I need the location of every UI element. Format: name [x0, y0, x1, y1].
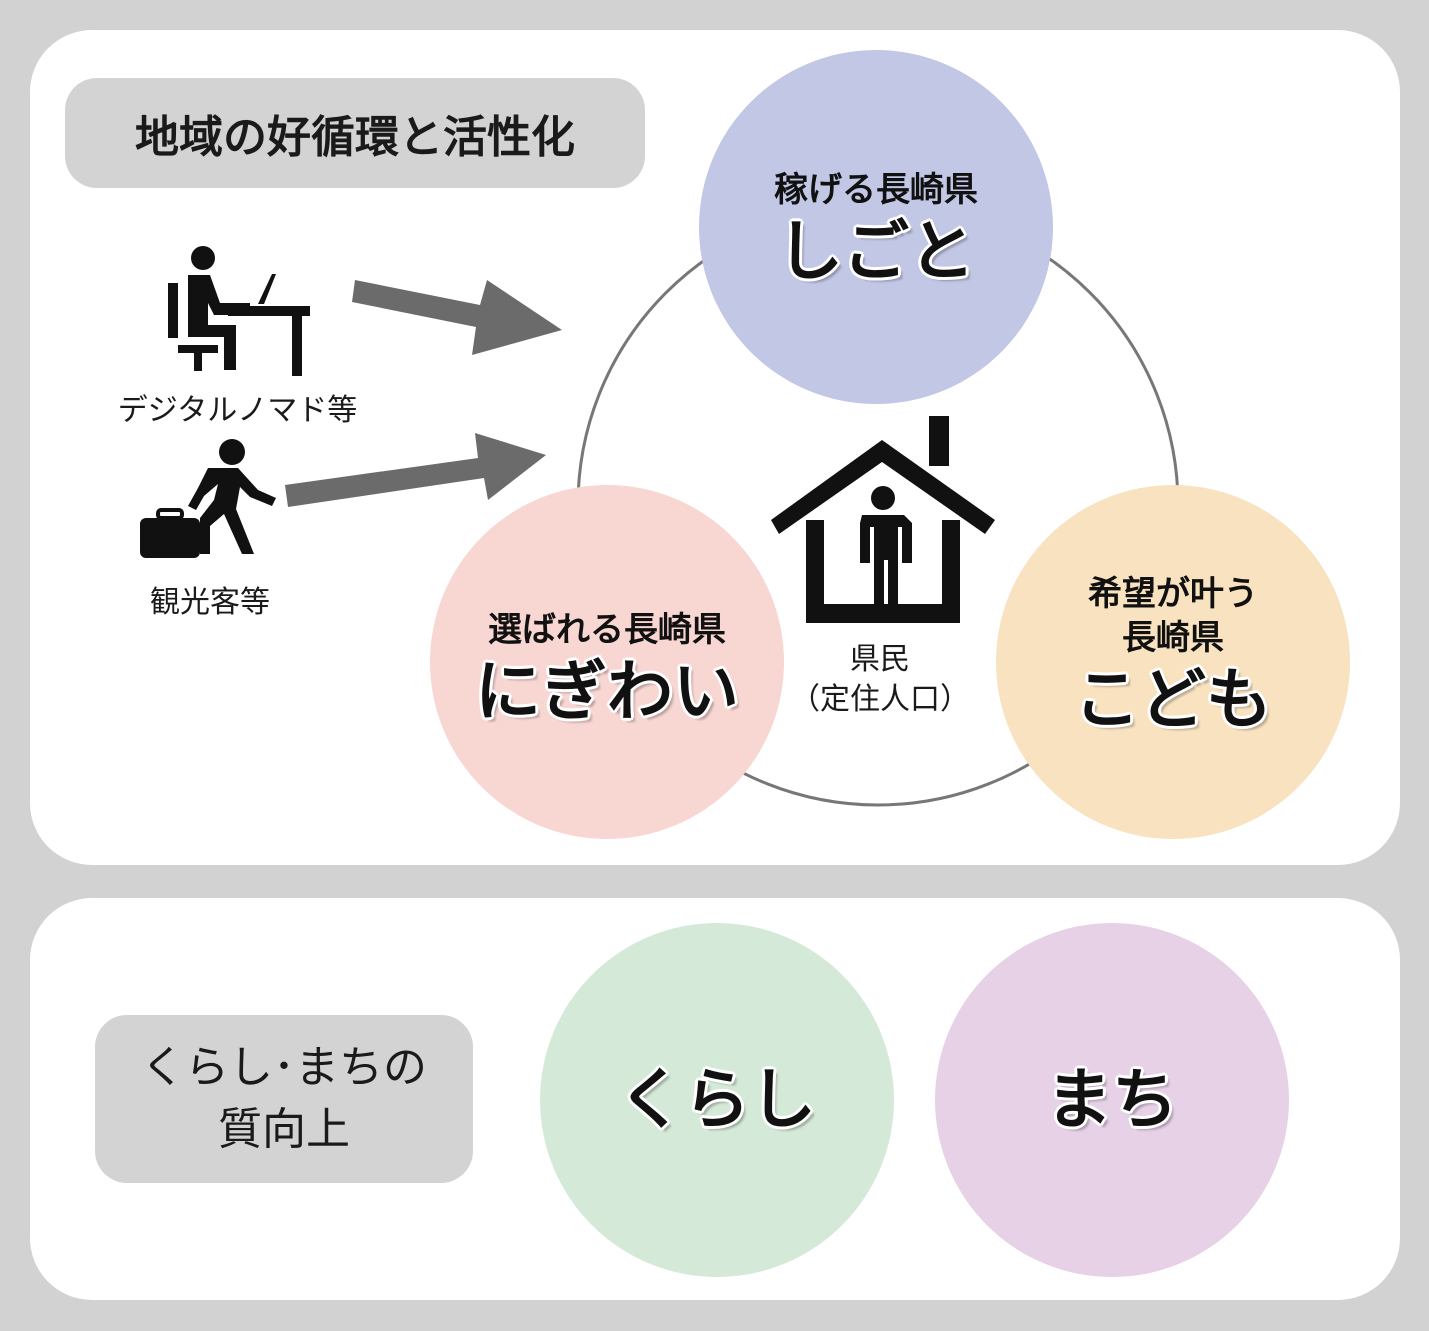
source-label-tourist: 観光客等	[150, 585, 270, 620]
section-title-line1: くらし･まちの	[141, 1042, 427, 1093]
desk-worker-icon	[168, 246, 310, 376]
circle-kurashi	[540, 923, 894, 1277]
traveler-icon	[140, 439, 276, 558]
circle-kodomo-text: 希望が叶う 長崎県 こども	[996, 572, 1350, 740]
section-title-line2: 質向上	[218, 1104, 350, 1155]
source-label-nomad: デジタルノマド等	[117, 393, 358, 428]
arrow-icon	[285, 433, 546, 507]
circle-shigoto	[699, 50, 1053, 404]
shigoto-title: しごと	[777, 213, 975, 290]
shigoto-subtitle: 稼げる長崎県	[774, 170, 978, 210]
center-label-line1: 県民	[850, 642, 910, 677]
circle-nigiwai-text: 選ばれる長崎県 にぎわい	[430, 608, 784, 732]
center-label: 県民 （定住人口）	[780, 640, 980, 720]
circle-machi-text: まち	[935, 1060, 1289, 1140]
nigiwai-title: にぎわい	[475, 653, 739, 730]
section-title-bottom: くらし･まちの 質向上	[95, 1015, 473, 1183]
kurashi-title: くらし	[618, 1061, 816, 1138]
house-person-icon	[771, 416, 995, 623]
nigiwai-subtitle: 選ばれる長崎県	[488, 610, 726, 650]
kodomo-subtitle-line2: 長崎県	[1122, 618, 1224, 658]
arrow-icon	[352, 280, 562, 355]
circle-machi	[935, 923, 1289, 1277]
circle-kodomo	[996, 485, 1350, 839]
machi-title: まち	[1046, 1061, 1178, 1138]
kodomo-subtitle-line1: 希望が叶う	[1088, 574, 1258, 614]
circle-nigiwai	[430, 485, 784, 839]
circle-kurashi-text: くらし	[540, 1060, 894, 1140]
circle-shigoto-text: 稼げる長崎県 しごと	[700, 168, 1052, 292]
center-label-line2: （定住人口）	[790, 682, 970, 717]
kodomo-title: こども	[1074, 661, 1272, 738]
section-title-top: 地域の好循環と活性化	[65, 78, 645, 188]
